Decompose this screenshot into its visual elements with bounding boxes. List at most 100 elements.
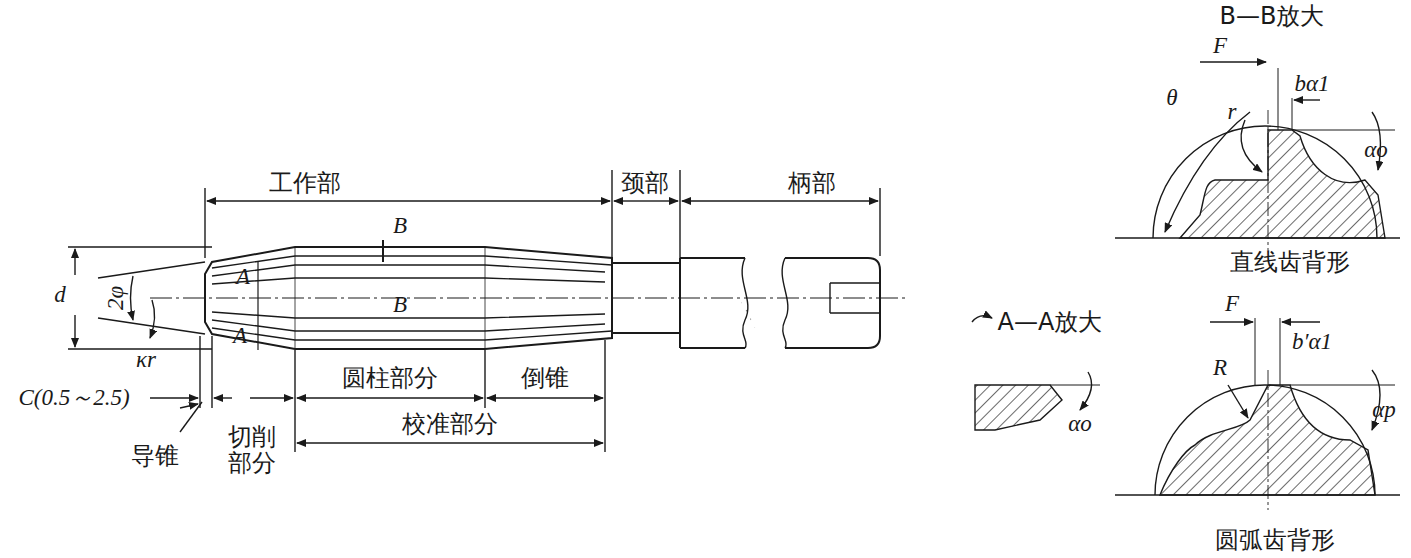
symbol-label: b′α1	[1292, 329, 1332, 354]
drawing-line	[295, 247, 296, 349]
drawing-line	[484, 350, 485, 408]
drawing-line	[74, 249, 75, 275]
drawing-line	[257, 262, 258, 350]
drawing-path	[975, 385, 1062, 430]
part-label: 圆弧齿背形	[1215, 527, 1335, 553]
drawing-path	[612, 263, 680, 333]
drawing-path	[212, 265, 605, 276]
drawing-line	[604, 340, 605, 452]
drawing-line	[1050, 385, 1100, 386]
symbol-label: θ	[1166, 85, 1177, 110]
symbol-label: r	[1228, 99, 1237, 124]
part-label: 直线齿背形	[1230, 249, 1350, 275]
drawing-path	[1160, 385, 1375, 495]
symbol-label: F	[1225, 291, 1239, 316]
drawing-line	[390, 397, 483, 398]
part-label: A—A放大	[998, 309, 1103, 335]
drawing-line	[1200, 61, 1266, 62]
drawing-line	[297, 442, 450, 443]
symbol-label: 2φ	[103, 286, 128, 310]
symbol-label: F	[1213, 33, 1227, 58]
part-label: 工作部	[269, 170, 341, 196]
part-label: 校准部分	[402, 411, 498, 437]
drawing-line	[1255, 318, 1256, 385]
drawing-line	[150, 298, 905, 299]
drawing-line	[450, 442, 603, 443]
drawing-path	[131, 276, 134, 320]
drawing-line	[382, 240, 384, 262]
drawing-line	[199, 336, 200, 408]
drawing-line	[1228, 385, 1248, 418]
drawing-line	[250, 397, 293, 398]
part-label: 切削 部分	[226, 424, 278, 477]
drawing-line	[1268, 370, 1269, 510]
drawing-path	[1155, 385, 1375, 495]
drawing-line	[1294, 99, 1320, 100]
drawing-line	[1280, 318, 1281, 385]
part-label: B—B放大	[1220, 3, 1325, 29]
drawing-line	[180, 402, 202, 432]
drawing-line	[1282, 321, 1320, 322]
symbol-label: bα1	[1294, 71, 1329, 96]
drawing-path	[150, 300, 155, 338]
part-label: 柄部	[788, 170, 836, 196]
drawing-line	[614, 200, 646, 201]
drawing-path	[1180, 130, 1385, 238]
drawing-line	[180, 404, 198, 408]
drawing-path	[830, 283, 880, 313]
drawing-path	[212, 278, 605, 284]
drawing-line	[1268, 110, 1269, 250]
drawing-line	[879, 188, 880, 256]
drawing-path	[742, 258, 748, 348]
drawing-line	[360, 200, 610, 201]
drawing-line	[211, 336, 212, 408]
drawing-path	[212, 328, 612, 340]
symbol-label: κr	[136, 347, 156, 372]
drawing-line	[204, 274, 206, 322]
drawing-line	[207, 200, 360, 201]
drawing-line	[485, 247, 486, 349]
drawing-line	[679, 170, 680, 258]
drawing-line	[545, 397, 603, 398]
drawing-g	[68, 62, 1400, 510]
symbol-label: αp	[1372, 397, 1396, 422]
drawing-line	[646, 200, 678, 201]
symbol-label: B	[393, 213, 407, 238]
symbol-label: αo	[1364, 137, 1388, 162]
symbol-label: A	[236, 264, 250, 289]
symbol-label: B	[393, 292, 407, 317]
drawing-path	[740, 300, 756, 330]
part-label: 圆柱部分	[342, 365, 438, 391]
symbol-label: A	[233, 323, 247, 348]
drawing-line	[214, 397, 232, 398]
drawing-line	[98, 262, 205, 278]
part-label: 导锥	[131, 443, 179, 469]
symbol-label: d	[54, 282, 66, 307]
drawing-line	[1210, 321, 1253, 322]
drawing-path	[972, 316, 992, 322]
drawing-line	[1292, 98, 1293, 130]
drawing-line	[682, 200, 780, 201]
drawing-path	[1241, 120, 1262, 172]
part-label: 颈部	[621, 170, 669, 196]
drawing-line	[611, 170, 612, 258]
drawing-path	[205, 247, 612, 349]
drawing-line	[68, 246, 212, 247]
drawing-path	[680, 258, 745, 348]
drawing-path	[212, 312, 605, 318]
drawing-path	[212, 320, 605, 331]
symbol-label: C(0.5～2.5)	[18, 385, 129, 410]
symbol-label: αo	[1068, 411, 1092, 436]
drawing-line	[297, 397, 390, 398]
drawing-path	[782, 258, 788, 348]
drawing-path	[785, 258, 880, 348]
drawing-path	[212, 256, 612, 268]
drawing-path	[1165, 112, 1250, 232]
drawing-line	[487, 397, 545, 398]
part-label: 倒锥	[521, 365, 569, 391]
drawing-line	[1278, 68, 1279, 130]
symbol-label: R	[1213, 355, 1227, 380]
drawing-line	[150, 397, 198, 398]
